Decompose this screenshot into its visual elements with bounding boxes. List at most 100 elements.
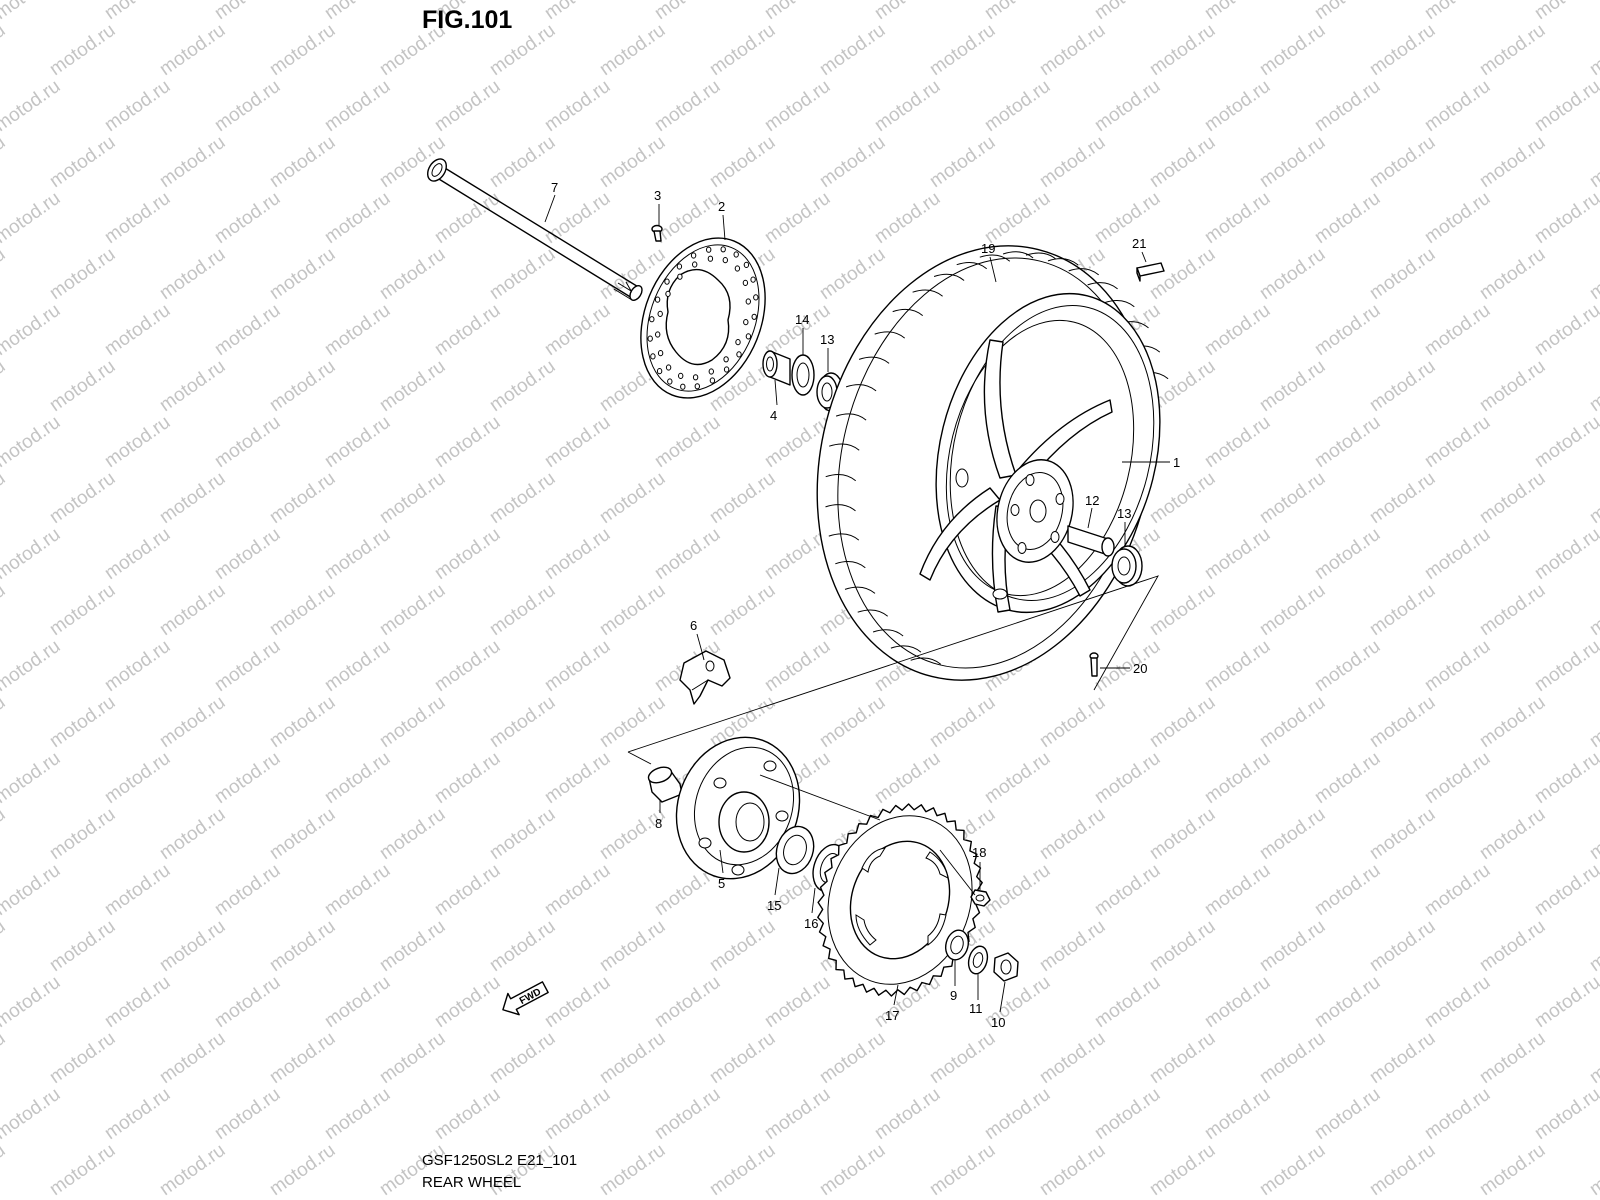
disc-vent-hole [649, 316, 655, 323]
watermark-text: motod.ru [431, 1084, 504, 1144]
watermark-text: motod.ru [1091, 76, 1164, 136]
watermark-text: motod.ru [0, 860, 64, 920]
watermark-text: motod.ru [981, 76, 1054, 136]
watermark-text: motod.ru [321, 636, 394, 696]
watermark-text: motod.ru [761, 972, 834, 1032]
watermark-text: motod.ru [1366, 1140, 1439, 1200]
watermark-text: motod.ru [486, 468, 559, 528]
tread-groove [933, 273, 965, 281]
watermark-text: motod.ru [0, 188, 64, 248]
watermark-text: motod.ru [101, 76, 174, 136]
disc-vent-hole [750, 276, 756, 283]
watermark-text: motod.ru [156, 244, 229, 304]
watermark-text: motod.ru [101, 188, 174, 248]
watermark-text: motod.ru [46, 356, 119, 416]
watermark-text: motod.ru [211, 76, 284, 136]
watermark-text: motod.ru [926, 132, 999, 192]
watermark-text: motod.ru [1311, 524, 1384, 584]
watermark-text: motod.ru [101, 636, 174, 696]
watermark-text: motod.ru [1201, 636, 1274, 696]
disc-vent-hole [680, 383, 686, 390]
watermark-text: motod.ru [1366, 692, 1439, 752]
watermark-text: motod.ru [46, 1140, 119, 1200]
watermark-text: motod.ru [1586, 1028, 1600, 1088]
watermark-text: motod.ru [651, 412, 724, 472]
watermark-text: motod.ru [596, 20, 669, 80]
watermark-text: motod.ru [1421, 76, 1494, 136]
watermark-text: motod.ru [1531, 76, 1600, 136]
assembly-guide-lines [627, 575, 1159, 896]
watermark-text: motod.ru [431, 636, 504, 696]
watermark-text: motod.ru [1476, 916, 1549, 976]
watermark-text: motod.ru [541, 1084, 614, 1144]
watermark-text: motod.ru [1091, 1084, 1164, 1144]
watermark-text: motod.ru [211, 524, 284, 584]
callout-7: 7 [551, 180, 558, 195]
watermark-text: motod.ru [871, 76, 944, 136]
watermark-text: motod.ru [541, 636, 614, 696]
part-disc-bolt [651, 224, 663, 242]
watermark-text: motod.ru [0, 972, 64, 1032]
watermark-text: motod.ru [1256, 916, 1329, 976]
watermark-text: motod.ru [1476, 580, 1549, 640]
watermark-text: motod.ru [1201, 1084, 1274, 1144]
watermark-text: motod.ru [1256, 244, 1329, 304]
watermark-text: motod.ru [1531, 972, 1600, 1032]
watermark-text: motod.ru [0, 1084, 64, 1144]
watermark-text: motod.ru [926, 692, 999, 752]
disc-vent-hole [720, 246, 726, 253]
disc-vent-hole [657, 350, 664, 357]
callout-1: 1 [1173, 455, 1180, 470]
watermark-text: motod.ru [651, 0, 724, 24]
watermark-text: motod.ru [1311, 636, 1384, 696]
watermark-text: motod.ru [1421, 188, 1494, 248]
disc-vent-hole [722, 257, 728, 264]
watermark-text: motod.ru [1531, 524, 1600, 584]
watermark-text: motod.ru [1586, 804, 1600, 864]
watermark-text: motod.ru [1201, 412, 1274, 472]
disc-vent-hole [667, 378, 673, 385]
watermark-text: motod.ru [46, 244, 119, 304]
watermark-text: motod.ru [596, 804, 669, 864]
watermark-text: motod.ru [596, 1140, 669, 1200]
watermark-text: motod.ru [541, 972, 614, 1032]
fwd-label: FWD [518, 987, 543, 1007]
part-wheel-damper [647, 766, 683, 803]
watermark-text: motod.ru [706, 916, 779, 976]
watermark-text: motod.ru [431, 972, 504, 1032]
watermark-text: motod.ru [486, 356, 559, 416]
watermark-text: motod.ru [46, 20, 119, 80]
tread-groove [835, 413, 867, 421]
watermark-text: motod.ru [1311, 972, 1384, 1032]
tread-groove [1002, 251, 1034, 259]
watermark-text: motod.ru [1311, 76, 1384, 136]
watermark-text: motod.ru [156, 1028, 229, 1088]
watermark-text: motod.ru [1586, 916, 1600, 976]
tread-groove [828, 533, 860, 541]
tread-groove [872, 629, 904, 637]
watermark-text: motod.ru [0, 692, 9, 752]
disc-vent-hole [692, 261, 698, 268]
watermark-text: motod.ru [926, 1028, 999, 1088]
disc-vent-hole [735, 339, 741, 346]
watermark-text: motod.ru [211, 972, 284, 1032]
watermark-text: motod.ru [596, 1028, 669, 1088]
carrier-studs [698, 760, 789, 876]
watermark-text: motod.ru [321, 860, 394, 920]
watermark-text: motod.ru [651, 1084, 724, 1144]
watermark-text: motod.ru [706, 1140, 779, 1200]
watermark-text: motod.ru [376, 468, 449, 528]
watermark-text: motod.ru [1366, 468, 1439, 528]
callout-labels: 1 2 3 4 5 6 7 8 9 10 11 12 13 13 14 15 1… [551, 180, 1180, 1030]
watermark-text: motod.ru [431, 524, 504, 584]
watermark-text: motod.ru [1201, 76, 1274, 136]
watermark-text: motod.ru [1146, 20, 1219, 80]
tread-groove [825, 504, 856, 512]
disc-vent-hole [709, 377, 716, 384]
watermark-text: motod.ru [1091, 748, 1164, 808]
watermark-text: motod.ru [1036, 20, 1109, 80]
watermark-text: motod.ru [1531, 188, 1600, 248]
watermark-text: motod.ru [1146, 132, 1219, 192]
watermark-text: motod.ru [1531, 300, 1600, 360]
disc-vent-hole [665, 290, 671, 297]
